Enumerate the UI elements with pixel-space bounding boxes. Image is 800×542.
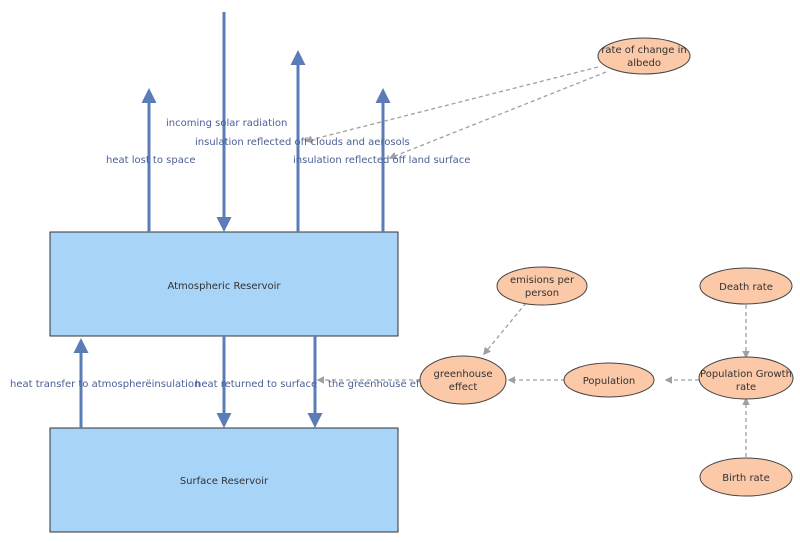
population-growth-label-line2: rate (736, 382, 756, 393)
link-emissions-to-greenhouse[interactable] (483, 302, 527, 356)
population-growth-node[interactable] (698, 356, 794, 400)
link-albedo-to-land[interactable] (388, 71, 607, 160)
surface-reservoir[interactable] (49, 427, 399, 533)
link-albedo-to-clouds[interactable] (304, 66, 599, 144)
reflected-land-label: insulation reflected off land surface (293, 155, 470, 166)
death-rate-label: Death rate (719, 282, 773, 293)
population-growth-label-line1: Population Growth (700, 369, 792, 380)
birth-rate-node[interactable] (699, 457, 793, 497)
emissions-label-line2: person (525, 288, 559, 299)
greenhouse-label-line2: effect (449, 382, 478, 393)
greenhouse-label-line1: greenhouse (433, 369, 492, 380)
albedo-label-line2: albedo (627, 58, 661, 69)
atmospheric-reservoir-label: Atmospheric Reservoir (167, 281, 281, 292)
reflected-clouds-label: insulation reflected off clouds and aero… (195, 137, 410, 148)
emissions-node[interactable] (496, 266, 588, 306)
greenhouse-node[interactable] (419, 355, 507, 405)
incoming-solar-label: incoming solar radiation (166, 118, 287, 129)
population-node[interactable] (563, 362, 655, 398)
greenhouse-flow-label: the greenhouse eff (328, 379, 424, 390)
heat-returned-label: heat returned to surface (195, 379, 317, 390)
heat-lost-label: heat lost to space (106, 155, 195, 166)
albedo-label-line1: rate of change in (601, 45, 686, 56)
atmospheric-reservoir[interactable] (49, 231, 399, 337)
emissions-label-line1: emisions per (510, 275, 575, 286)
albedo-node[interactable] (597, 37, 691, 75)
population-label: Population (583, 376, 636, 387)
birth-rate-label: Birth rate (722, 473, 770, 484)
heat-transfer-label: heat transfer to atmospherëinsulation (10, 379, 200, 390)
death-rate-node[interactable] (699, 267, 793, 305)
surface-reservoir-label: Surface Reservoir (180, 476, 269, 487)
